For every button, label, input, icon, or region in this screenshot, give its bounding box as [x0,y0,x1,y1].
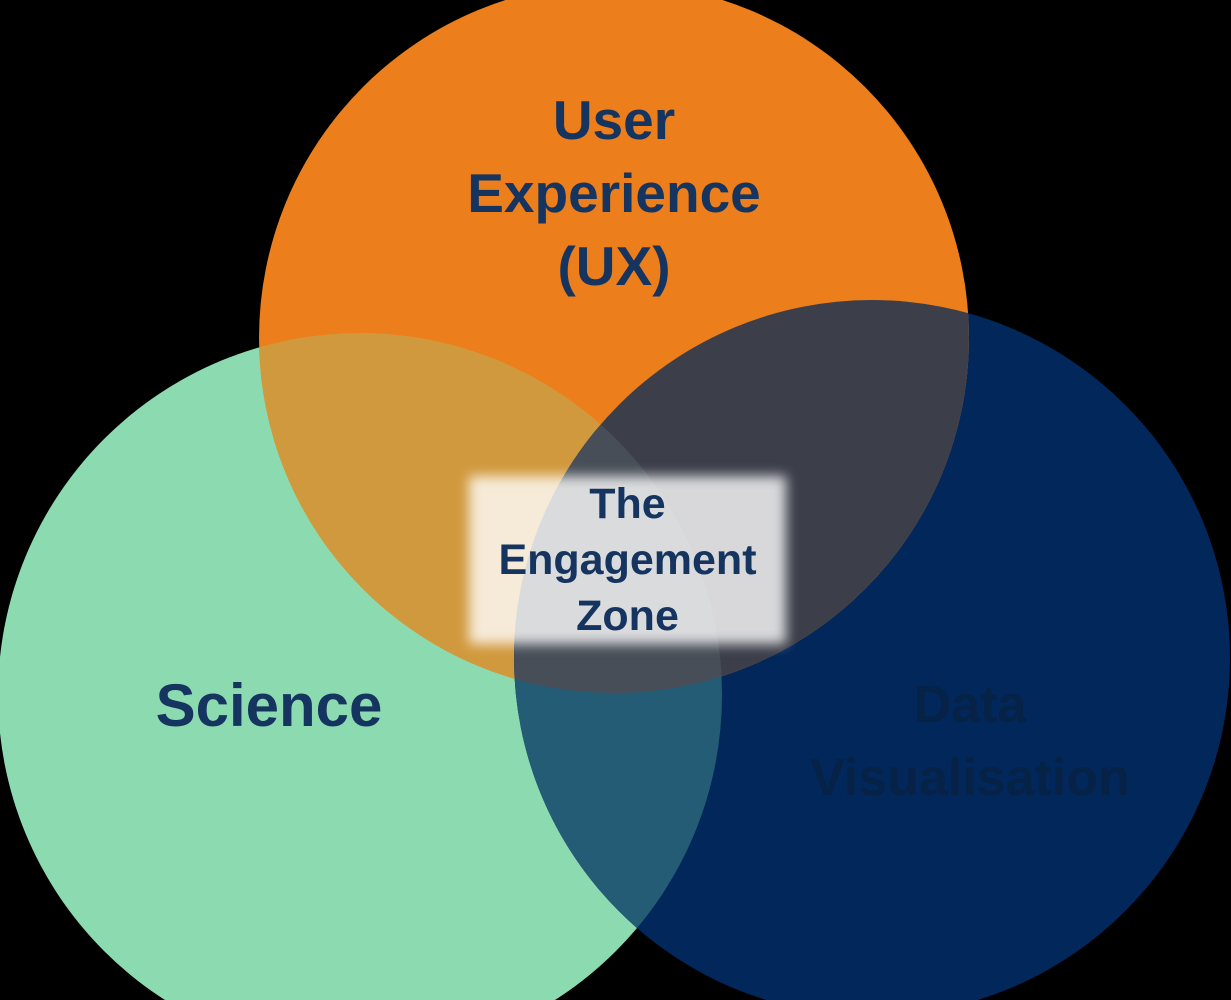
science-label-line: Science [155,672,383,739]
dataviz-label-line-2: Visualisation [810,749,1130,807]
engagement-zone-box: The Engagement Zone [468,475,787,645]
science-circle-label: Science [156,671,383,741]
zone-label-line-2: Engagement [498,536,757,584]
ux-label-line-3: (UX) [557,235,671,297]
ux-label-line-2: Experience [467,162,761,224]
ux-circle-label: User Experience (UX) [467,84,761,303]
zone-label-line-3: Zone [576,592,679,640]
engagement-zone-label: The Engagement Zone [468,475,787,644]
dataviz-circle-label: Data Visualisation [810,669,1130,815]
ux-label-line-1: User [552,89,676,151]
zone-label-line-1: The [589,480,666,528]
engagement-zone-background [469,476,786,644]
dataviz-label-line-1: Data [913,676,1027,734]
